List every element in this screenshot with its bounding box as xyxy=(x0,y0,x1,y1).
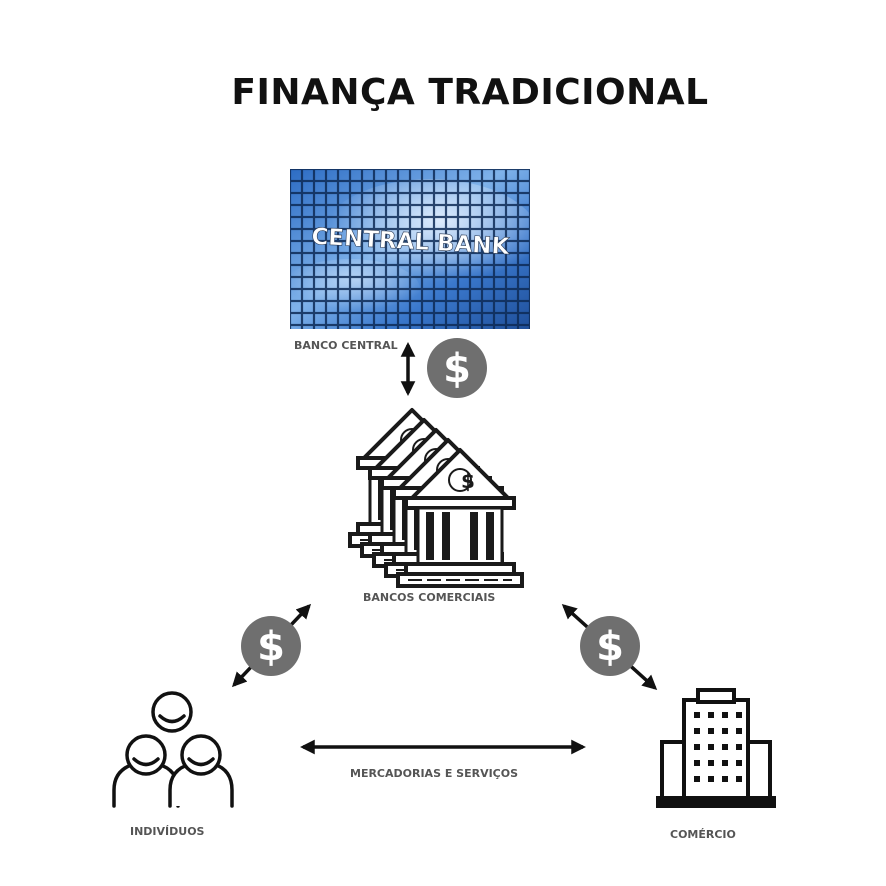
dollar-icon: $ xyxy=(596,624,624,670)
coin-commerce: $ xyxy=(580,616,640,676)
page-title: FINANÇA TRADICIONAL xyxy=(231,72,709,113)
coin-individuals: $ xyxy=(241,616,301,676)
dollar-icon: $ xyxy=(443,346,471,392)
commercial-banks-label: BANCOS COMERCIAIS xyxy=(363,591,496,604)
commerce-label: COMÉRCIO xyxy=(670,828,736,841)
central-bank-label: BANCO CENTRAL xyxy=(294,339,398,352)
goods-services-label: MERCADORIAS E SERVIÇOS xyxy=(350,767,519,780)
bank-sign: $ xyxy=(461,469,475,493)
coin-central: $ xyxy=(427,338,487,398)
commercial-banks-icon: $ xyxy=(348,408,524,588)
people-icon xyxy=(112,691,234,808)
building-icon xyxy=(656,688,776,808)
individuals-label: INDIVÍDUOS xyxy=(130,825,205,838)
central-bank-photo: CENTRAL BANK xyxy=(290,169,530,329)
dollar-icon: $ xyxy=(257,624,285,670)
